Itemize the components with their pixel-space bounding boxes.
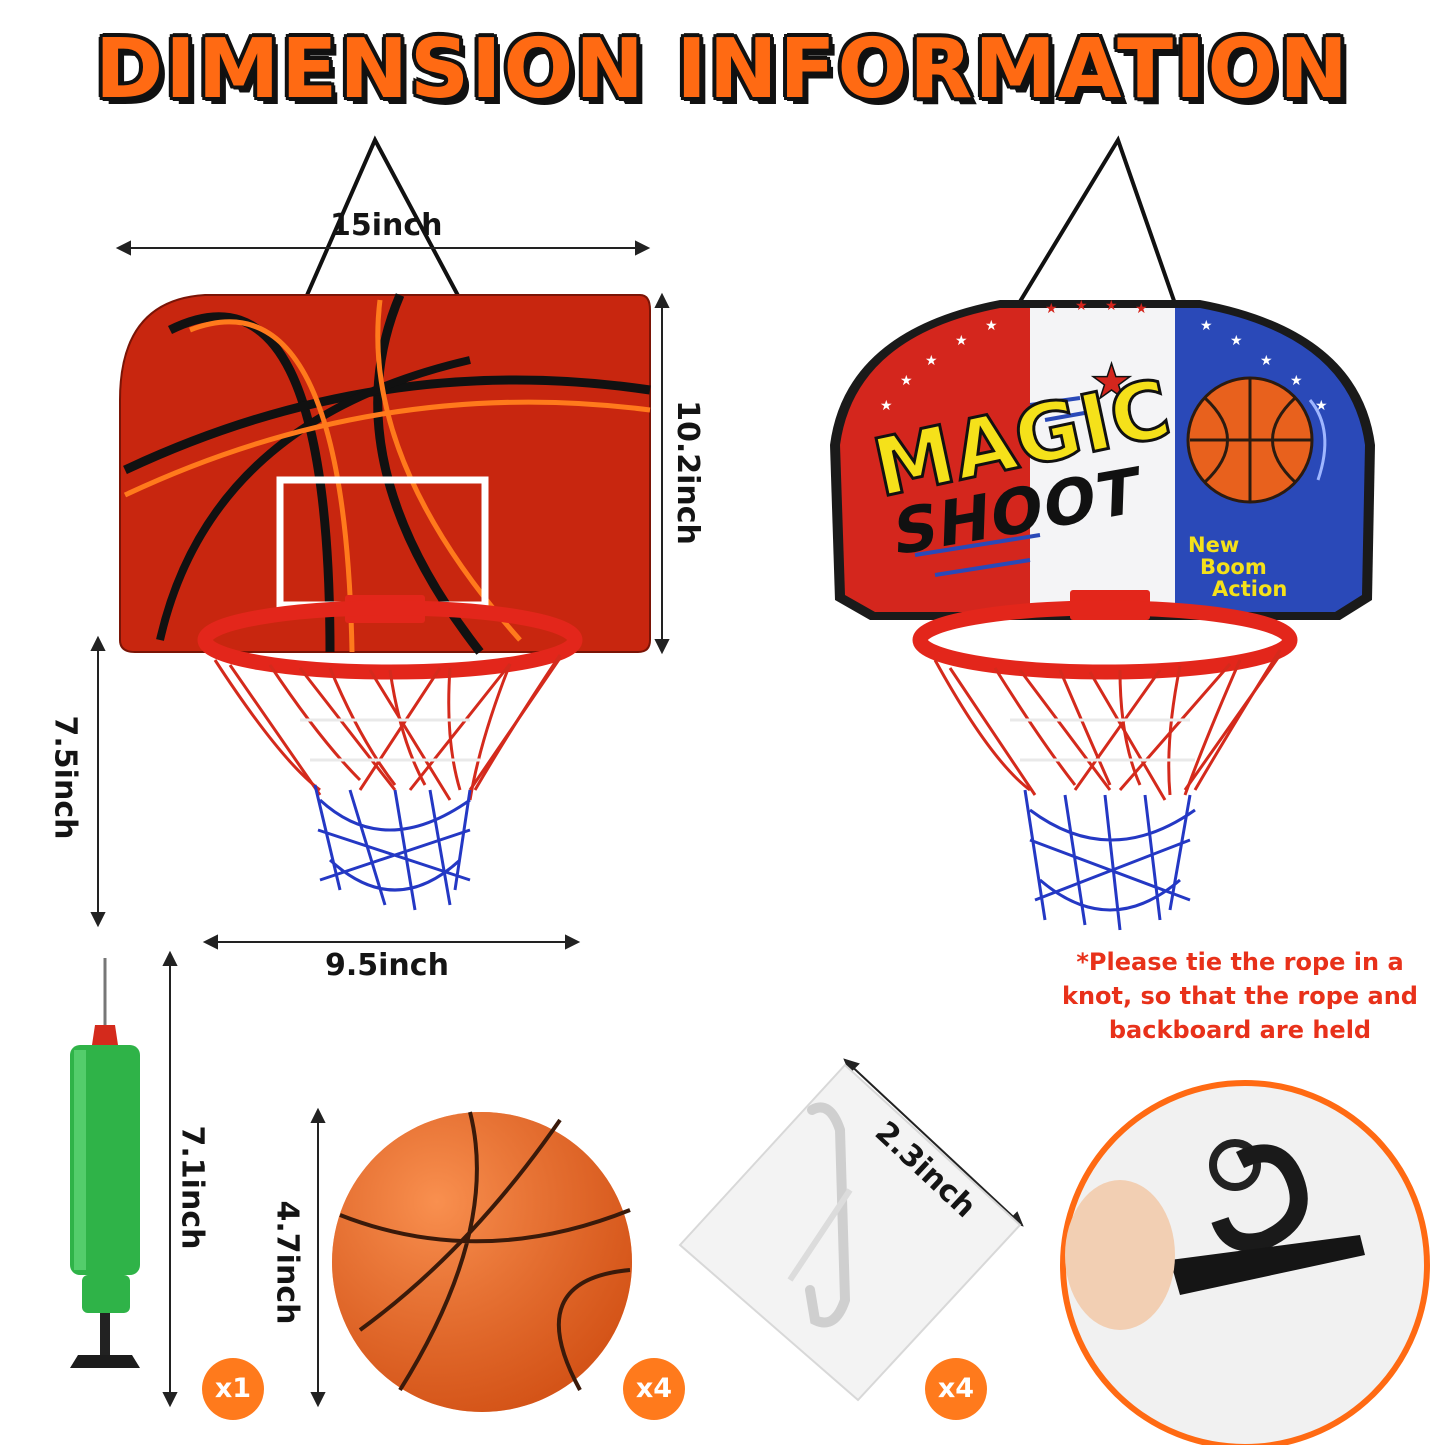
- knot-detail-photo: [1060, 1080, 1430, 1445]
- hook-quantity-badge: x4: [925, 1358, 987, 1420]
- adhesive-hook: [678, 1063, 1022, 1402]
- svg-text:★: ★: [1260, 353, 1273, 369]
- page-title: DIMENSION INFORMATION: [95, 22, 1350, 117]
- svg-text:★: ★: [1075, 298, 1088, 314]
- svg-text:★: ★: [985, 318, 998, 334]
- svg-text:★: ★: [1045, 301, 1058, 317]
- backboard-tagline: New Boom Action: [1188, 534, 1287, 600]
- svg-text:★: ★: [925, 353, 938, 369]
- ball-diameter-label: 4.7inch: [269, 1200, 305, 1325]
- svg-text:★: ★: [900, 373, 913, 389]
- net-length-label: 7.5inch: [47, 715, 83, 840]
- ball-quantity-badge: x4: [623, 1358, 685, 1420]
- rim-width-label: 9.5inch: [325, 948, 449, 983]
- mini-basketball: [332, 1111, 632, 1412]
- width-label: 15inch: [330, 208, 443, 243]
- left-hoop: [119, 135, 651, 911]
- rope-knot-note: *Please tie the rope in a knot, so that …: [1062, 948, 1418, 1044]
- pump-length-label: 7.1inch: [174, 1125, 210, 1250]
- svg-text:★: ★: [1290, 373, 1303, 389]
- height-label: 10.2inch: [669, 400, 705, 545]
- tagline-action: Action: [1212, 577, 1288, 601]
- svg-text:★: ★: [1200, 318, 1213, 334]
- air-pump: [70, 958, 140, 1368]
- svg-text:★: ★: [880, 398, 893, 414]
- svg-text:★: ★: [955, 333, 968, 349]
- pump-quantity-badge: x1: [202, 1358, 264, 1420]
- svg-text:★: ★: [1090, 354, 1133, 410]
- tagline-new: New: [1188, 533, 1240, 557]
- svg-text:★: ★: [1135, 301, 1148, 317]
- tagline-boom: Boom: [1200, 555, 1267, 579]
- svg-text:★: ★: [1105, 298, 1118, 314]
- svg-text:★: ★: [1230, 333, 1243, 349]
